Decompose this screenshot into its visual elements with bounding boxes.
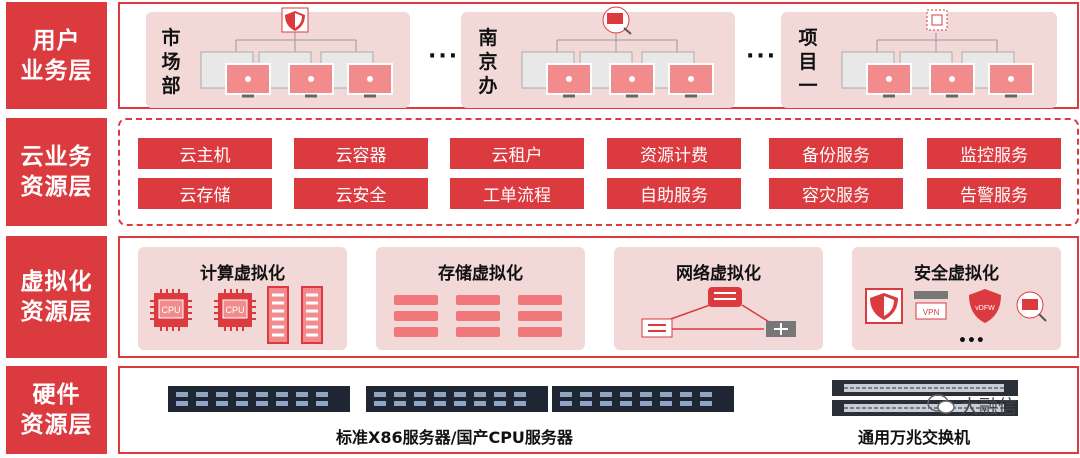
layer-label-cloud-service: 云业务 资源层 [6, 118, 107, 226]
group-label: 市场部 [161, 27, 181, 97]
memory-module-icon [267, 286, 323, 344]
layer-label-user-business: 用户 业务层 [6, 2, 107, 109]
shield-icon [865, 288, 903, 324]
monitor-search-icon [1016, 291, 1047, 322]
cpu-chip-icon: CPU CPU [150, 286, 323, 344]
user-group-project-one: 项目一 [781, 9, 1057, 108]
security-virtualization: 安全虚拟化 VPN vDFW ••• [852, 247, 1061, 350]
layer-label-line1: 用户 [32, 27, 81, 54]
service-cloud-security: 云安全 [294, 178, 428, 209]
router-icon [708, 287, 742, 307]
wechat-icon [927, 394, 955, 414]
service-cloud-storage: 云存储 [138, 178, 272, 209]
group-label: 项目一 [798, 27, 818, 97]
security-device-icon: VPN vDFW [865, 288, 1047, 324]
service-cloud-host: 云主机 [138, 138, 272, 169]
switch-caption: 通用万兆交换机 [858, 428, 971, 447]
layer-label-line2: 资源层 [20, 174, 93, 200]
servers-caption: 标准X86服务器/国产CPU服务器 [336, 428, 573, 447]
vbox-title: 计算虚拟化 [200, 264, 285, 284]
vbox-title: 安全虚拟化 [914, 264, 999, 284]
group-label: 南京办 [478, 27, 498, 97]
ellipsis: ··· [746, 44, 778, 69]
switch-icon [641, 318, 673, 338]
watermark-text: 大融信 [960, 396, 1018, 418]
ellipsis: ··· [428, 44, 460, 69]
storage-disk-icon [394, 295, 562, 337]
network-virtualization: 网络虚拟化 [614, 247, 823, 350]
user-group-nanjing: 南京办 [461, 6, 735, 108]
virtualization-panel: 计算虚拟化 CPU CPU 存储虚拟化 [118, 236, 1079, 358]
hardware-panel: 标准X86服务器/国产CPU服务器 通用万兆交换机 大融信 [118, 366, 1079, 454]
layer-label-line1: 云业务 [20, 144, 93, 170]
vpn-label: VPN [923, 308, 940, 317]
vpn-icon: VPN [914, 291, 948, 320]
cloud-service-panel: 云主机 云容器 云租户 资源计费 备份服务 监控服务 云存储 云安全 工单流程 … [118, 118, 1079, 226]
storage-virtualization: 存储虚拟化 [376, 247, 585, 350]
service-monitoring: 监控服务 [927, 138, 1061, 169]
vdfw-label: vDFW [975, 305, 995, 312]
layer-label-line2: 资源层 [20, 299, 93, 325]
rack-server-icon [168, 386, 734, 412]
service-disaster-recovery: 容灾服务 [769, 178, 903, 209]
layer-label-line2: 资源层 [20, 412, 93, 438]
more-dots: ••• [958, 333, 985, 349]
service-cloud-container: 云容器 [294, 138, 428, 169]
monitor-search-icon [602, 6, 632, 35]
network-device-icon [641, 287, 796, 338]
vbox-title: 网络虚拟化 [676, 264, 761, 284]
service-billing: 资源计费 [607, 138, 741, 169]
service-alerting: 告警服务 [927, 178, 1061, 209]
cpu-label: CPU [161, 305, 180, 315]
layer-label-virtualization: 虚拟化 资源层 [6, 236, 107, 358]
network-switch-icon [832, 380, 1018, 416]
service-self-service: 自助服务 [607, 178, 741, 209]
hub-icon [766, 321, 796, 337]
monitor-cluster-icon [521, 6, 714, 98]
compute-virtualization: 计算虚拟化 CPU CPU [138, 247, 347, 350]
firewall-icon [926, 9, 948, 31]
layer-label-line1: 硬件 [32, 382, 81, 408]
cpu-label: CPU [225, 305, 244, 315]
layer-label-line2: 业务层 [20, 57, 93, 84]
user-group-marketing: 市场部 [146, 7, 410, 108]
layer-label-hardware: 硬件 资源层 [6, 366, 107, 454]
layer-label-line1: 虚拟化 [20, 269, 93, 295]
monitor-cluster-icon [841, 9, 1034, 98]
monitor-cluster-icon [200, 7, 393, 98]
service-backup: 备份服务 [769, 138, 903, 169]
service-ticket-flow: 工单流程 [450, 178, 584, 209]
vdfw-icon: vDFW [969, 289, 1001, 323]
service-cloud-tenant: 云租户 [450, 138, 584, 169]
shield-icon [281, 7, 309, 33]
vbox-title: 存储虚拟化 [438, 264, 523, 284]
user-business-panel: 市场部 ··· 南京办 [118, 2, 1079, 109]
